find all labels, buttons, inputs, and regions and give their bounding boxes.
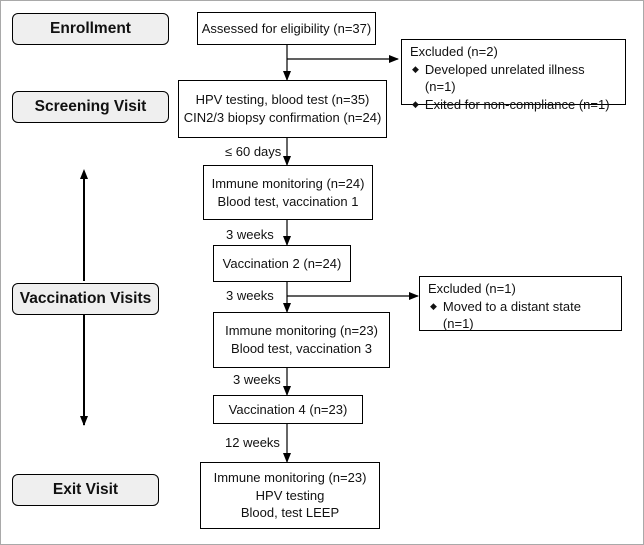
stage-vaccination-visits: Vaccination Visits — [12, 283, 159, 315]
box-line: Blood test, vaccination 3 — [231, 341, 372, 356]
excluded-item-text: Exited for non-compliance (n=1) — [424, 96, 610, 112]
interval-label-3-weeks: 3 weeks — [226, 288, 274, 303]
stage-screening-visit: Screening Visit — [12, 91, 169, 123]
box-line: Vaccination 4 (n=23) — [228, 401, 348, 417]
excluded-title: Excluded (n=2) — [410, 44, 498, 59]
box-line: Immune monitoring (n=24) — [211, 175, 365, 191]
box-line: HPV testing — [255, 487, 325, 503]
interval-label-60-days: ≤ 60 days — [225, 144, 282, 159]
interval-label-3-weeks: 3 weeks — [226, 227, 274, 242]
excluded-title: Excluded (n=1) — [428, 281, 516, 296]
excluded-item-text: Moved to a distant state (n=1) — [442, 298, 581, 332]
bullet-diamond-icon: ◆ — [412, 63, 419, 74]
interval-label-3-weeks: 3 weeks — [233, 372, 281, 387]
box-line: CIN2/3 biopsy confirmation (n=24) — [183, 110, 382, 125]
bullet-diamond-icon: ◆ — [412, 98, 419, 109]
box-assessed-eligibility: Assessed for eligibility (n=37) — [197, 12, 376, 45]
bullet-diamond-icon: ◆ — [430, 300, 437, 311]
stage-enrollment: Enrollment — [12, 13, 169, 45]
stage-exit-visit: Exit Visit — [12, 474, 159, 506]
box-exit: Immune monitoring (n=23) HPV testing Blo… — [200, 462, 380, 529]
box-line: Assessed for eligibility (n=37) — [201, 20, 372, 36]
box-vaccination-2: Vaccination 2 (n=24) — [213, 245, 351, 282]
box-immune-monitoring-2: Immune monitoring (n=23) Blood test, vac… — [213, 312, 390, 368]
box-excluded-1: Excluded (n=2) ◆ Developed unrelated ill… — [401, 39, 626, 112]
excluded-item-text: Developed unrelated illness (n=1) — [424, 61, 585, 95]
box-vaccination-4: Vaccination 4 (n=23) — [213, 395, 363, 424]
interval-label-12-weeks: 12 weeks — [225, 435, 280, 450]
box-excluded-2: Excluded (n=1) ◆ Moved to a distant stat… — [419, 276, 622, 331]
box-line: Immune monitoring (n=23) — [225, 323, 378, 339]
box-immune-monitoring-1: Immune monitoring (n=24) Blood test, vac… — [203, 165, 373, 220]
excluded-item: ◆ Moved to a distant state (n=1) — [428, 298, 613, 333]
box-line: Blood test, vaccination 1 — [217, 193, 359, 209]
box-line: HPV testing, blood test (n=35) — [195, 92, 370, 108]
box-screening: HPV testing, blood test (n=35) CIN2/3 bi… — [178, 80, 387, 138]
box-line: Blood, test LEEP — [240, 505, 340, 521]
box-line: Vaccination 2 (n=24) — [222, 255, 342, 271]
excluded-item: ◆ Developed unrelated illness (n=1) — [410, 61, 617, 96]
box-line: Immune monitoring (n=23) — [213, 470, 367, 486]
excluded-item: ◆ Exited for non-compliance (n=1) — [410, 96, 617, 114]
